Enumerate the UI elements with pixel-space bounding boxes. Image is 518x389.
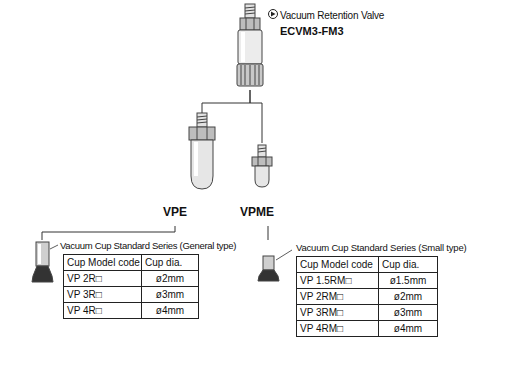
thread-line: [258, 148, 266, 149]
general-cup-illustration: [32, 242, 53, 282]
component-node: VPME: [238, 143, 293, 226]
cup-holder: [263, 256, 274, 270]
knurl-line: [259, 65, 260, 85]
table-cell: VP 2R□: [63, 270, 142, 287]
connector-line: [250, 90, 262, 143]
table-cell: VP 2RM□: [296, 288, 379, 305]
leader-line: [276, 250, 292, 260]
table-cell: Cup Model code: [63, 254, 142, 271]
table-cell: ø2mm: [378, 288, 438, 305]
table-cell: ø3mm: [141, 286, 199, 303]
knurl-line: [245, 65, 246, 85]
table-cell: VP 4RM□: [296, 320, 379, 337]
valve-knurl: [237, 64, 263, 86]
node-label: VPE: [163, 205, 187, 219]
symbol-arrow: [271, 12, 276, 17]
cup-pad: [32, 266, 53, 282]
node-label: Vacuum Cup Standard Series (General type…: [60, 239, 236, 253]
table-cell: Cup dia.: [141, 254, 199, 271]
thread-line: [197, 116, 207, 117]
table-cell: ø4mm: [141, 302, 199, 319]
table-cell: ø2mm: [141, 270, 199, 287]
thread-line: [197, 119, 207, 120]
vpe-body: [191, 140, 213, 189]
hex-edge: [197, 127, 198, 140]
hex-edge: [258, 157, 259, 166]
table-cell: Cup Model code: [296, 256, 379, 273]
vpme-illustration: [252, 145, 272, 187]
table-cell: ø4mm: [378, 320, 438, 337]
connector-line: [42, 226, 175, 240]
valve-thread: [245, 4, 255, 18]
leader-line: [50, 245, 58, 249]
table-cell: ø3mm: [378, 304, 438, 321]
thread-line: [258, 151, 266, 152]
vpe-illustration: [189, 113, 215, 189]
valve-illustration: [237, 4, 263, 86]
knurl-line: [250, 65, 251, 85]
vpme-body: [255, 166, 269, 187]
cup-pad: [258, 270, 279, 281]
table-cell: VP 1.5RM□: [296, 272, 379, 289]
hex-edge: [246, 18, 247, 30]
node-label: Vacuum Cup Standard Series (Small type): [296, 241, 467, 255]
connector-line: [202, 90, 250, 113]
vpme-thread: [258, 145, 266, 157]
vpe-thread: [197, 113, 207, 127]
table-cell: Cup dia.: [378, 256, 438, 273]
arrow-symbol: [269, 10, 278, 19]
cup-highlight: [38, 244, 41, 264]
hex-edge: [254, 18, 255, 30]
vpe-hex: [189, 127, 215, 140]
thread-line: [245, 10, 255, 11]
node-label: Vacuum Retention Valve: [280, 9, 384, 23]
hex-edge: [207, 127, 208, 140]
knurl-line: [255, 65, 256, 85]
valve-hex: [240, 18, 260, 30]
vpe-highlight: [194, 142, 198, 176]
valve-body: [238, 30, 262, 64]
connector-line: [268, 226, 269, 240]
table-cell: VP 3RM□: [296, 304, 379, 321]
component-node: VPE: [158, 113, 222, 226]
thread-line: [245, 7, 255, 8]
thread-line: [197, 122, 207, 123]
knurl-line: [241, 65, 242, 85]
component-node: Vacuum Retention ValveECVM3-FM3: [228, 2, 393, 90]
cup-holder: [36, 242, 49, 266]
table-cell: ø1.5mm: [378, 272, 438, 289]
symbol-circle: [269, 10, 278, 19]
hex-edge: [266, 157, 267, 166]
model-code: ECVM3-FM3: [280, 24, 344, 38]
thread-line: [245, 13, 255, 14]
vpme-hex: [252, 157, 272, 166]
valve-highlight: [241, 32, 245, 62]
table-cell: VP 3R□: [63, 286, 142, 303]
node-label: VPME: [240, 205, 274, 219]
table-cell: VP 4R□: [63, 302, 142, 319]
